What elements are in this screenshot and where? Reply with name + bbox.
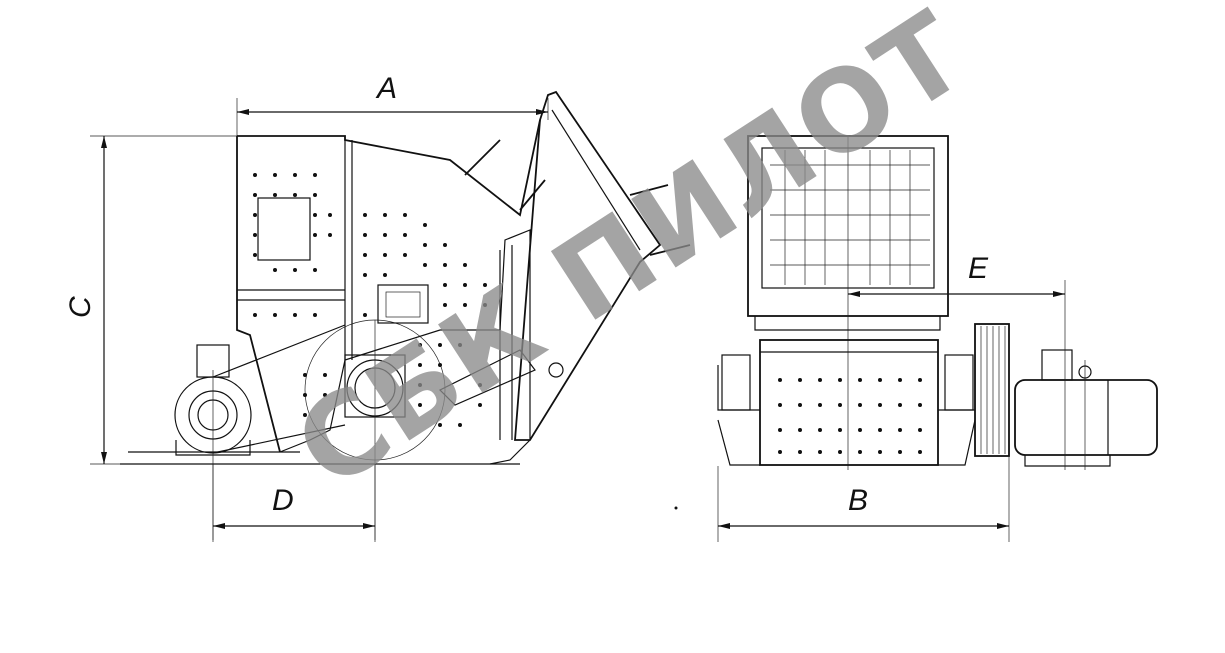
housing-bolts: [253, 173, 487, 427]
dimension-e: E: [848, 252, 1066, 470]
dimension-label-b: B: [848, 484, 868, 517]
dimension-label-d: D: [272, 484, 294, 517]
dimension-label-e: E: [968, 252, 989, 285]
dimension-d: D: [212, 464, 376, 542]
hopper-grid: [770, 150, 930, 285]
dimension-label-a: A: [375, 72, 397, 105]
dimension-b: B: [717, 456, 1010, 542]
front-view: [717, 135, 1158, 470]
dimension-a: A: [236, 72, 549, 136]
body-bolts: [778, 378, 922, 454]
dimension-label-c: C: [64, 296, 97, 318]
dimension-c: C: [64, 135, 237, 465]
